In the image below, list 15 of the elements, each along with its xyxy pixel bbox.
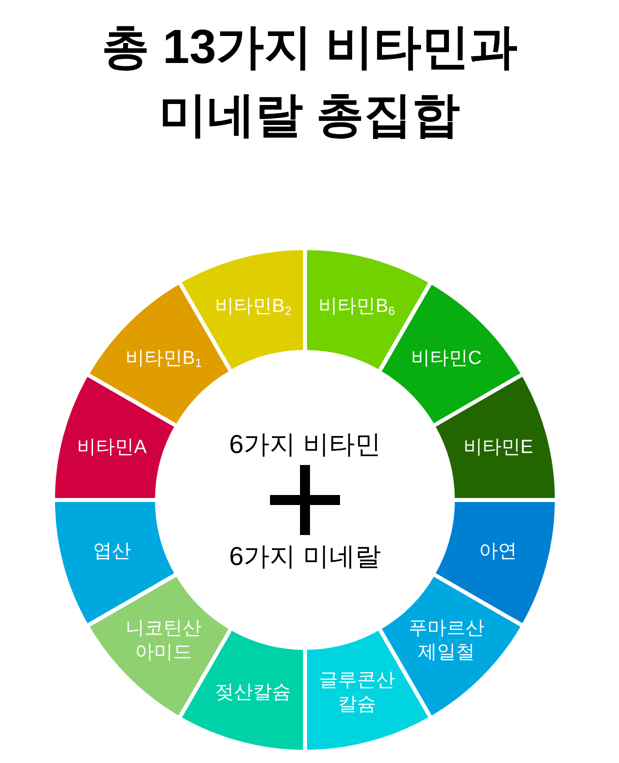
center-label: 6가지 미네랄 <box>229 540 381 573</box>
center-label: 6가지 비타민 <box>229 428 381 461</box>
segment-label: 비타민B$_{2}$ <box>214 294 292 319</box>
segment-label: 글루콘산 칼슘 <box>318 669 396 718</box>
title: 총 13가지 비타민과 미네랄 총집합 <box>100 20 519 144</box>
segment-label: 아연 <box>478 540 518 564</box>
segment-label: 엽산 <box>92 540 132 564</box>
segment-label: 젖산칼슘 <box>214 681 292 706</box>
segment-label: 비타민A <box>76 436 148 460</box>
segment-label: 니코틴산 아미드 <box>124 617 203 666</box>
segment-label: 비타민B$_{6}$ <box>318 294 396 319</box>
segment-label: 비타민C <box>410 346 483 371</box>
segment-label: 푸마르산 제일철 <box>407 617 486 666</box>
segment-label: 비타민E <box>462 436 534 460</box>
segment-label: 비타민B$_{1}$ <box>124 346 203 371</box>
